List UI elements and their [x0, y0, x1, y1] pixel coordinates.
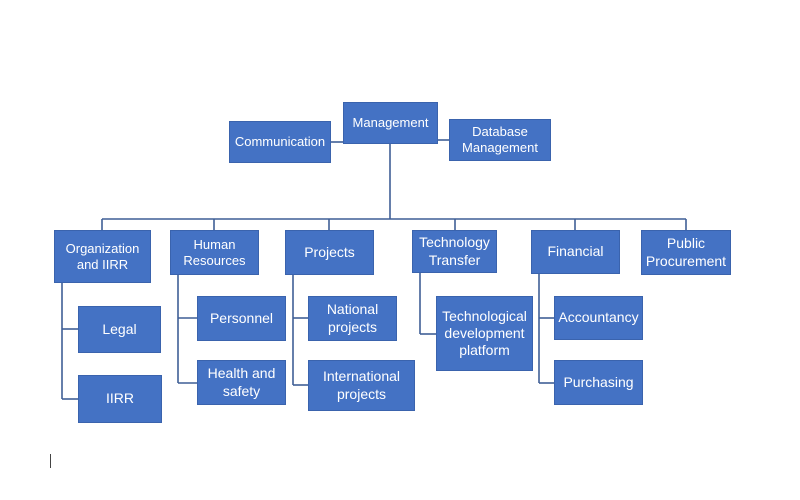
node-dept-public-procurement: Public Procurement: [641, 230, 731, 275]
node-personnel: Personnel: [197, 296, 286, 341]
node-legal: Legal: [78, 306, 161, 353]
node-national-projects: National projects: [308, 296, 397, 341]
node-management: Management: [343, 102, 438, 144]
node-purchasing: Purchasing: [554, 360, 643, 405]
node-database-management: Database Management: [449, 119, 551, 161]
node-international-projects: International projects: [308, 360, 415, 411]
node-dept-organization-iirr: Organization and IIRR: [54, 230, 151, 283]
node-iirr: IIRR: [78, 375, 162, 423]
node-technological-development-platform: Technological development platform: [436, 296, 533, 371]
text-cursor: [50, 454, 51, 468]
node-health-and-safety: Health and safety: [197, 360, 286, 405]
node-dept-financial: Financial: [531, 230, 620, 274]
node-accountancy: Accountancy: [554, 296, 643, 340]
node-communication: Communication: [229, 121, 331, 163]
node-dept-projects: Projects: [285, 230, 374, 275]
node-dept-human-resources: Human Resources: [170, 230, 259, 275]
node-dept-technology-transfer: Technology Transfer: [412, 230, 497, 273]
